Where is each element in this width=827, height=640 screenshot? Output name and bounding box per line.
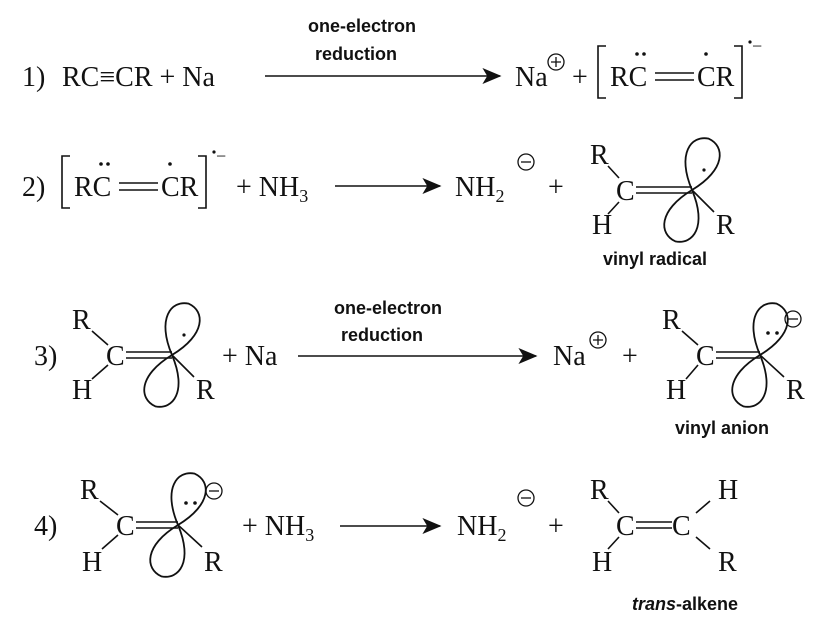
hydrogen-atom: H xyxy=(72,375,92,406)
reagent: + Na xyxy=(222,341,278,372)
substituent-r: R xyxy=(718,547,737,578)
negative-charge-icon xyxy=(205,482,223,500)
amide-product: NH2 xyxy=(457,511,506,545)
hydrogen-atom: H xyxy=(592,210,612,241)
anion-right: CR xyxy=(161,172,199,203)
substituent-r: R xyxy=(204,547,223,578)
product-label: vinyl radical xyxy=(603,249,707,269)
reaction-number: 2) xyxy=(22,172,45,203)
right-bracket xyxy=(198,155,207,209)
anion-right: CR xyxy=(697,62,735,93)
carbon-atom: C xyxy=(672,511,691,542)
vinyl-radical-structure: R C H R xyxy=(590,132,735,248)
arrow-label-top: one-electron xyxy=(308,16,416,36)
substituent-r: R xyxy=(80,475,99,506)
radical-anion-charge: − xyxy=(752,36,762,56)
plus-sign: + xyxy=(572,62,588,93)
substituent-r: R xyxy=(590,140,609,171)
carbon-atom: C xyxy=(696,341,715,372)
radical-anion-charge: − xyxy=(216,146,226,166)
substituent-r: R xyxy=(786,375,805,406)
trans-alkene-structure: R C C H H R xyxy=(590,475,738,578)
left-bracket xyxy=(61,155,70,209)
vinyl-radical-structure: R C H R xyxy=(72,297,215,413)
right-bracket xyxy=(734,45,743,99)
reaction-number: 3) xyxy=(34,341,57,372)
hydrogen-atom: H xyxy=(718,475,738,506)
carbon-atom: C xyxy=(116,511,135,542)
anion-left: RC xyxy=(74,172,111,203)
left-bracket xyxy=(597,45,606,99)
p-orbital-lobe xyxy=(658,183,709,248)
double-bond xyxy=(655,72,694,81)
positive-charge-icon xyxy=(589,331,607,349)
reagent: + NH3 xyxy=(236,172,308,206)
anion-left: RC xyxy=(610,62,647,93)
hydrogen-atom: H xyxy=(82,547,102,578)
positive-charge-icon xyxy=(547,53,565,71)
carbon-atom: C xyxy=(106,341,125,372)
reaction-number: 1) xyxy=(22,62,45,93)
sodium-cation: Na xyxy=(553,341,586,372)
arrow-label-bottom: reduction xyxy=(315,44,397,64)
reactant: RC≡CR + Na xyxy=(62,62,216,93)
substituent-r: R xyxy=(196,375,215,406)
substituent-r: R xyxy=(662,305,681,336)
hydrogen-atom: H xyxy=(592,547,612,578)
negative-charge-icon xyxy=(517,489,535,507)
carbon-atom: C xyxy=(616,511,635,542)
radical-dot xyxy=(182,333,186,337)
plus-sign: + xyxy=(548,511,564,542)
vinyl-anion-structure: R C H R xyxy=(80,467,223,583)
reaction-2: 2) RC CR − + NH3 NH2 + R C H R vinyl rad… xyxy=(22,132,735,269)
hydrogen-atom: H xyxy=(666,375,686,406)
plus-sign: + xyxy=(622,341,638,372)
product-label: trans-alkene xyxy=(632,594,738,614)
plus-sign: + xyxy=(548,172,564,203)
arrow-label-top: one-electron xyxy=(334,298,442,318)
lone-pair-dot xyxy=(775,331,779,335)
product-label: vinyl anion xyxy=(675,418,769,438)
substituent-r: R xyxy=(72,305,91,336)
substituent-r: R xyxy=(590,475,609,506)
substituent-r: R xyxy=(716,210,735,241)
sodium-cation: Na xyxy=(515,62,548,93)
negative-charge-icon xyxy=(517,153,535,171)
lone-pair-dot xyxy=(766,331,770,335)
lone-pair-dot xyxy=(184,501,188,505)
vinyl-anion-structure: R C H R xyxy=(662,297,805,413)
reaction-1: 1) RC≡CR + Na one-electron reduction Na … xyxy=(22,16,762,99)
reaction-4: 4) R C H R + NH3 NH2 + R C C H H R tra xyxy=(34,467,738,614)
radical-dot xyxy=(702,168,706,172)
p-orbital-lobe xyxy=(675,132,726,197)
reaction-3: 3) R C H R + Na one-electron reduction N… xyxy=(34,297,805,438)
reagent: + NH3 xyxy=(242,511,314,545)
double-bond xyxy=(119,182,158,191)
double-bond xyxy=(636,521,672,529)
carbon-atom: C xyxy=(616,176,635,207)
reaction-number: 4) xyxy=(34,511,57,542)
amide-product: NH2 xyxy=(455,172,504,206)
arrow-label-bottom: reduction xyxy=(341,325,423,345)
lone-pair-dot xyxy=(193,501,197,505)
